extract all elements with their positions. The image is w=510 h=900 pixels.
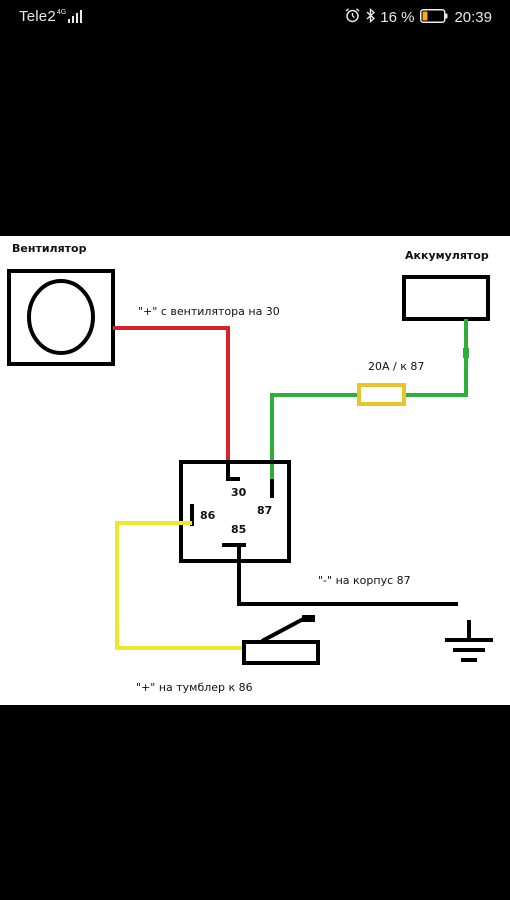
toggle-label: "+" на тумблер к 86 — [136, 681, 253, 694]
alarm-icon — [345, 8, 360, 27]
carrier-name: Tele2 — [19, 8, 56, 25]
bluetooth-icon — [366, 7, 376, 27]
fuse-label: 20А / к 87 — [368, 360, 424, 373]
red-wire — [113, 326, 230, 479]
battery-icon — [420, 8, 448, 27]
green-wire-relay — [270, 393, 358, 498]
fan-label: Вентилятор — [12, 242, 87, 255]
pin-85-label: 85 — [231, 523, 246, 536]
ground-label: "-" на корпус 87 — [318, 574, 411, 587]
green-wire-battery — [405, 319, 468, 397]
network-type: 4G — [56, 9, 67, 16]
toggle-switch-icon — [242, 615, 320, 665]
fuse — [357, 383, 406, 406]
clock-time: 20:39 — [454, 9, 492, 26]
image-viewer[interactable]: Вентилятор "+" с вентилятора на 30 Аккум… — [0, 236, 510, 705]
wiring-diagram: Вентилятор "+" с вентилятора на 30 Аккум… — [7, 242, 493, 694]
ground-wire — [237, 545, 458, 606]
status-left: Tele2 4G — [19, 8, 83, 27]
ground-icon — [445, 620, 493, 662]
status-bar: Tele2 4G 16 % — [0, 0, 510, 34]
signal-icon — [68, 10, 83, 27]
pin-87-label: 87 — [257, 504, 272, 517]
pin-30-label: 30 — [231, 486, 247, 499]
relay-box — [179, 460, 291, 563]
fan-box — [7, 269, 115, 366]
battery-label: Аккумулятор — [405, 249, 489, 262]
battery-percent: 16 % — [380, 9, 415, 26]
battery-box — [402, 275, 490, 321]
green-wire-connector — [463, 348, 469, 358]
yellow-wire — [115, 521, 244, 650]
pin-86-label: 86 — [200, 509, 216, 522]
fan-circle-icon — [27, 279, 95, 355]
status-right: 16 % 20:39 — [339, 7, 492, 27]
wire-fan-label: "+" с вентилятора на 30 — [138, 305, 280, 318]
